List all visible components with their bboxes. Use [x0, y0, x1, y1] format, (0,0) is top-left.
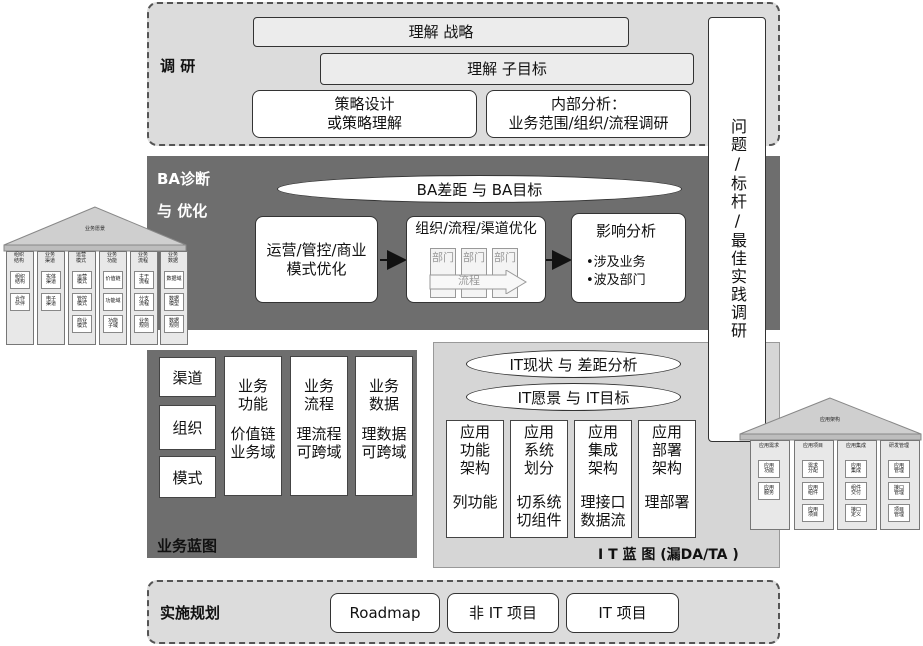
impact-item-2: •波及部门 — [586, 273, 646, 288]
business-house-roof-label: 业务愿景 — [84, 226, 105, 232]
side-research-text: 问题/标杆/最佳实践调研 — [728, 118, 747, 340]
strategy-design-box: 策略设计 或策略理解 — [252, 90, 477, 138]
app-pillar-4-cell-3: 项目 管理 — [888, 504, 910, 522]
impact-analysis-box: 影响分析 •涉及业务 •波及部门 — [571, 213, 686, 303]
business-pillar-3-cell-1: 运营 模式 — [72, 271, 92, 289]
app-integration-title: 应用 集成 架构 — [587, 423, 618, 477]
business-blueprint-label: 业务蓝图 — [157, 537, 218, 555]
app-pillar-1-cell-2: 应用 服务 — [758, 482, 780, 500]
it-vision-goal-ellipse: IT愿景 与 IT目标 — [466, 383, 681, 411]
business-pillar-2-cell-1: 实体 渠道 — [41, 271, 61, 289]
app-pillar-1-title: 应用需求 — [758, 443, 779, 449]
application-architecture-house: 应用架构 应用需求 应用 功能 应用 服务 应用项目 需求 分配 应用 组件 应… — [738, 396, 923, 536]
mode-box: 模式 — [159, 456, 216, 498]
app-pillar-2-cell-1: 需求 分配 — [802, 460, 824, 478]
ba-label-line2: 与 优化 — [157, 202, 208, 220]
internal-analysis-box: 内部分析： 业务范围/组织/流程调研 — [486, 90, 691, 138]
business-function-detail: 价值链 业务域 — [230, 425, 276, 461]
understand-strategy-box: 理解 战略 — [253, 17, 629, 47]
business-pillar-6-cell-2: 数据 模型 — [164, 293, 184, 311]
understand-subgoals-box: 理解 子目标 — [320, 53, 694, 85]
business-process-detail: 理流程 可跨域 — [296, 425, 342, 461]
side-research-column: 问题/标杆/最佳实践调研 — [708, 17, 766, 442]
app-pillar-1-cell-1: 应用 功能 — [758, 460, 780, 478]
research-label: 调 研 — [160, 57, 196, 75]
app-integration-column: 应用 集成 架构 理接口 数据流 — [574, 420, 632, 538]
business-pillar-4-title: 业务 功能 — [106, 252, 117, 264]
business-function-title: 业务 功能 — [237, 377, 268, 413]
business-pillar-5-cell-1: 主干 流程 — [134, 271, 154, 289]
app-pillar-3-cell-2: 组件 交付 — [845, 482, 867, 500]
app-pillar-4-title: 研发管理 — [888, 443, 909, 449]
business-pillar-6-cell-3: 数据 规则 — [164, 315, 184, 333]
impact-title: 影响分析 — [596, 222, 657, 240]
dept-column-3: 部门 — [492, 248, 518, 298]
app-deployment-column: 应用 部署 架构 理部署 — [638, 420, 696, 538]
ops-optimization-box: 运营/管控/商业 模式优化 — [255, 216, 378, 303]
business-pillar-2-cell-2: 电子 渠道 — [41, 293, 61, 311]
business-process-title: 业务 流程 — [303, 377, 334, 413]
business-data-detail: 理数据 可跨域 — [361, 425, 407, 461]
business-pillar-5-title: 业务 流程 — [137, 252, 148, 264]
app-pillar-3-cell-1: 应用 集成 — [845, 460, 867, 478]
app-pillar-2-cell-2: 应用 组件 — [802, 482, 824, 500]
org-optimization-title: 组织/流程/渠道优化 — [415, 221, 537, 237]
app-pillar-2-cell-3: 应用 项目 — [802, 504, 824, 522]
dept-column-1: 部门 — [430, 248, 456, 298]
business-pillar-5-cell-3: 业务 规则 — [134, 315, 154, 333]
app-deployment-title: 应用 部署 架构 — [651, 423, 682, 477]
business-pillar-6-title: 业务 数据 — [167, 252, 178, 264]
organization-box: 组织 — [159, 405, 216, 450]
it-status-gap-ellipse: IT现状 与 差距分析 — [466, 350, 681, 378]
app-pillar-3-cell-3: 接口 定义 — [845, 504, 867, 522]
business-pillar-3-cell-2: 管控 模式 — [72, 293, 92, 311]
app-system-column: 应用 系统 划分 切系统 切组件 — [510, 420, 568, 538]
business-process-column: 业务 流程 理流程 可跨域 — [290, 356, 348, 496]
business-data-column: 业务 数据 理数据 可跨域 — [355, 356, 413, 496]
dept-column-2: 部门 — [461, 248, 487, 298]
app-pillar-2-title: 应用项目 — [802, 443, 823, 449]
business-pillar-5-cell-2: 分支 流程 — [134, 293, 154, 311]
business-pillar-3-cell-3: 商业 模式 — [72, 315, 92, 333]
business-data-title: 业务 数据 — [368, 377, 399, 413]
app-function-detail: 列功能 — [452, 493, 498, 511]
business-house-roof-icon — [3, 206, 187, 252]
process-arrow-icon — [429, 270, 527, 294]
app-pillar-4-cell-2: 接口 管理 — [888, 482, 910, 500]
channel-box: 渠道 — [159, 357, 216, 397]
app-function-title: 应用 功能 架构 — [459, 423, 490, 477]
app-system-detail: 切系统 切组件 — [516, 493, 562, 529]
app-pillar-4-cell-1: 应用 管理 — [888, 460, 910, 478]
business-pillar-1-cell-2: 合作 伙伴 — [10, 293, 30, 311]
app-system-title: 应用 系统 划分 — [523, 423, 554, 477]
business-function-column: 业务 功能 价值链 业务域 — [224, 356, 282, 496]
app-integration-detail: 理接口 数据流 — [580, 493, 626, 529]
non-it-project-box: 非 IT 项目 — [447, 593, 559, 633]
business-vision-house: 业务愿景 组织 结构 组织 结构 合作 伙伴 业务 渠道 实体 渠道 电子 渠道… — [0, 205, 190, 345]
process-label: 流程 — [458, 274, 480, 287]
business-pillar-4-cell-3: 功能 子域 — [103, 315, 123, 333]
business-pillar-4-cell-1: 价值链 — [103, 271, 123, 289]
business-pillar-3-title: 运营 模式 — [75, 252, 86, 264]
it-project-box: IT 项目 — [566, 593, 679, 633]
impact-item-1: •涉及业务 — [586, 254, 646, 270]
roadmap-box: Roadmap — [330, 593, 440, 633]
app-pillar-3-title: 应用集成 — [845, 443, 866, 449]
it-blueprint-label: I T 蓝 图 (漏DA/TA ) — [598, 547, 739, 563]
ba-gap-goal-ellipse: BA差距 与 BA目标 — [277, 175, 682, 203]
implementation-label: 实施规划 — [160, 604, 221, 622]
ba-label-line1: BA诊断 — [157, 170, 211, 188]
business-pillar-1-title: 组织 结构 — [13, 252, 24, 264]
app-deployment-detail: 理部署 — [644, 493, 690, 511]
app-house-roof-label: 应用架构 — [819, 417, 840, 423]
business-pillar-1-cell-1: 组织 结构 — [10, 271, 30, 289]
business-pillar-6-cell-1: 数据域 — [164, 271, 184, 289]
business-pillar-4-cell-2: 功能域 — [103, 293, 123, 311]
app-function-column: 应用 功能 架构 列功能 — [446, 420, 504, 538]
business-pillar-2-title: 业务 渠道 — [44, 252, 55, 264]
